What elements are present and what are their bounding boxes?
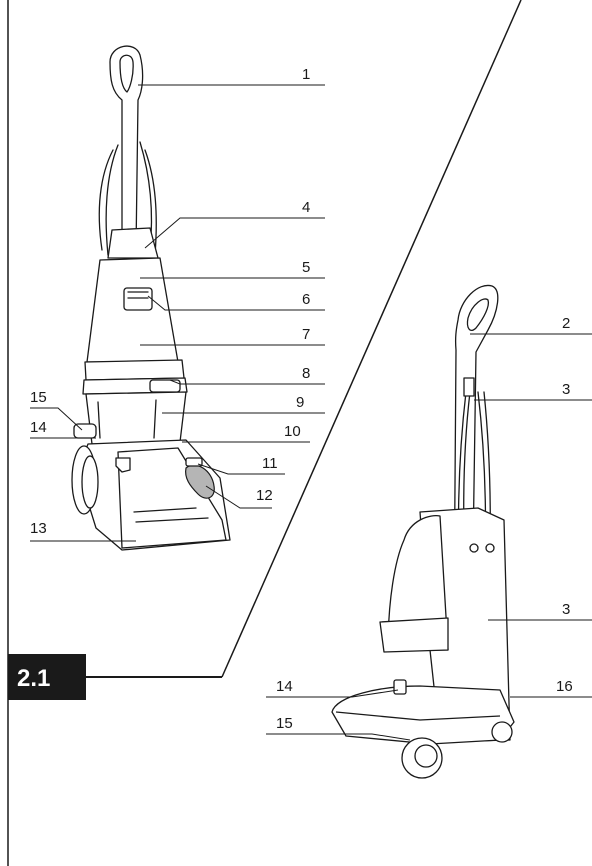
callout-5: 5 [302, 259, 310, 276]
figure-badge: 2.1 [8, 654, 86, 700]
callout-2: 2 [562, 315, 570, 332]
callout-10: 10 [284, 423, 301, 440]
side-view-labels: 2 3 3 14 16 15 [276, 315, 573, 732]
callout-3-lower: 3 [562, 601, 570, 618]
callout-12: 12 [256, 487, 273, 504]
callout-9: 9 [296, 394, 304, 411]
callout-14-side: 14 [276, 678, 293, 695]
figure-badge-label: 2.1 [17, 665, 50, 692]
callout-15-side: 15 [276, 715, 293, 732]
front-view-cleaner [71, 45, 231, 551]
callout-1: 1 [302, 66, 310, 83]
side-view-leaders [266, 333, 592, 741]
callout-7: 7 [302, 326, 310, 343]
callout-8: 8 [302, 365, 310, 382]
front-view-labels: 1 4 5 6 7 8 9 10 11 12 13 15 14 [30, 66, 310, 537]
side-view-cleaner [331, 284, 515, 779]
callout-13: 13 [30, 520, 47, 537]
callout-15-front: 15 [30, 389, 47, 406]
callout-11: 11 [262, 455, 278, 472]
front-view-leaders [30, 84, 325, 542]
callout-6: 6 [302, 291, 310, 308]
diagonal-divider [221, 0, 522, 678]
callout-3-upper: 3 [562, 381, 570, 398]
callout-16: 16 [556, 678, 573, 695]
callout-4: 4 [302, 199, 310, 216]
callout-14-front: 14 [30, 419, 47, 436]
